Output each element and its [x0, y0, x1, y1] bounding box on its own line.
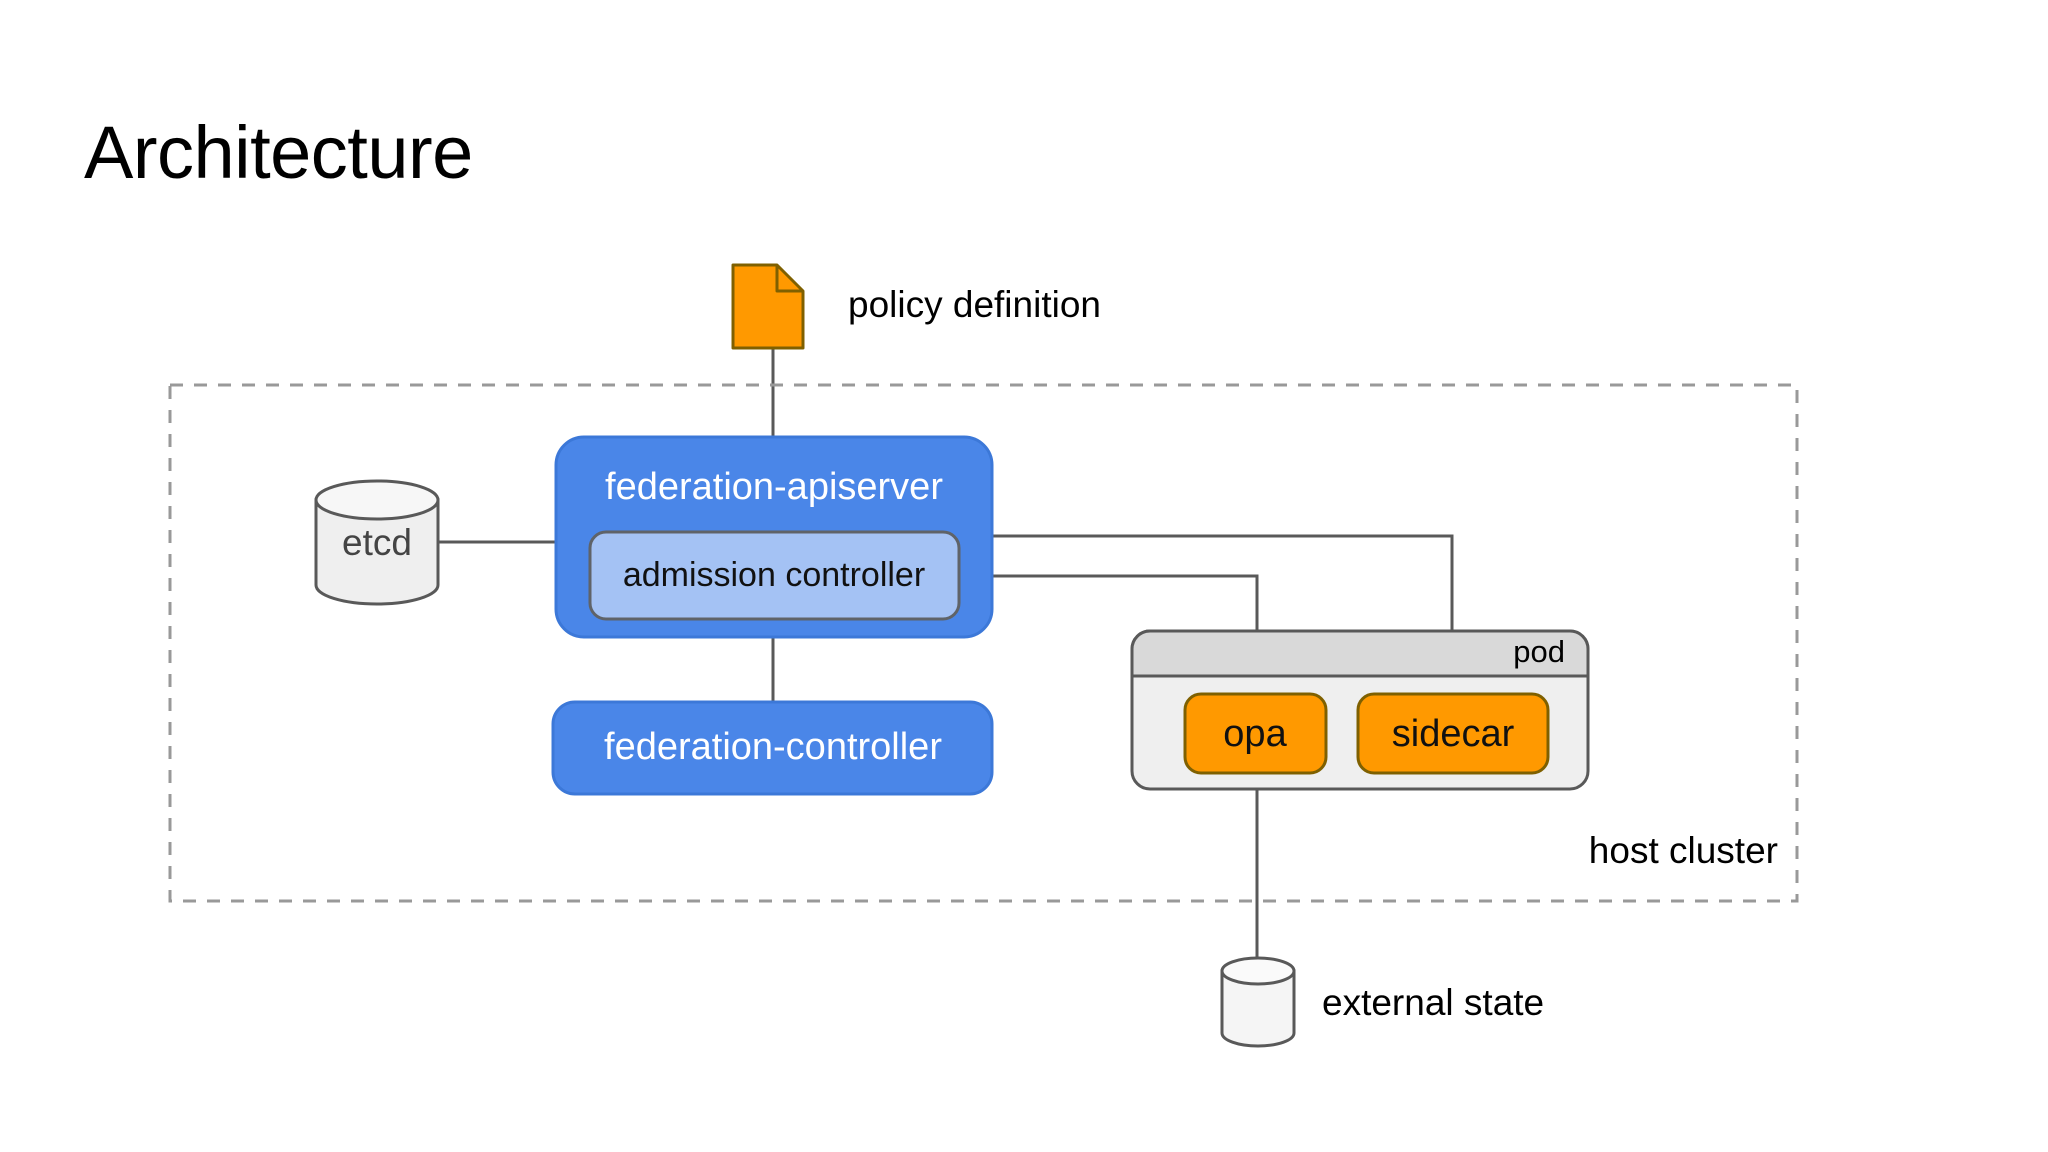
etcd-cylinder-top: [314, 479, 440, 521]
external-state-cylinder-body: [1220, 969, 1296, 1048]
federation-controller-node[interactable]: federation-controller: [551, 700, 994, 796]
opa-node[interactable]: opa: [1183, 692, 1328, 775]
etcd-cylinder-body: [314, 498, 440, 606]
admission-controller-label: admission controller: [623, 556, 925, 594]
federation-controller-label: federation-controller: [604, 726, 942, 768]
pod-node[interactable]: pod opa sidecar: [1130, 629, 1590, 791]
page-title: Architecture: [84, 111, 473, 194]
external-state-cylinder-top: [1220, 956, 1296, 986]
etcd-node[interactable]: etcd: [314, 479, 440, 606]
pod-header-bar: [1130, 629, 1590, 678]
federation-controller-box: [551, 700, 994, 796]
host-cluster-boundary: host cluster: [168, 383, 1799, 903]
policy-definition-label: policy definition: [848, 284, 1101, 325]
admission-controller-box: [588, 530, 961, 621]
admission-controller-node[interactable]: admission controller: [588, 530, 961, 621]
federation-apiserver-label: federation-apiserver: [605, 466, 943, 508]
host-cluster-label: host cluster: [1589, 830, 1778, 871]
pod-label: pod: [1513, 634, 1565, 669]
external-state-node[interactable]: external state: [1220, 956, 1544, 1048]
federation-apiserver-node[interactable]: federation-apiserver admission controlle…: [554, 435, 994, 639]
opa-box: [1183, 692, 1328, 775]
sidecar-label: sidecar: [1392, 713, 1515, 755]
external-state-label: external state: [1322, 982, 1544, 1023]
policy-definition-icon-fold: [775, 265, 803, 293]
policy-definition-node[interactable]: policy definition: [731, 263, 1101, 350]
opa-label: opa: [1223, 713, 1287, 755]
sidecar-node[interactable]: sidecar: [1356, 692, 1550, 775]
host-cluster-dashed-rect: [168, 383, 1799, 903]
sidecar-box: [1356, 692, 1550, 775]
etcd-label: etcd: [342, 522, 412, 563]
policy-definition-icon: [731, 263, 805, 350]
